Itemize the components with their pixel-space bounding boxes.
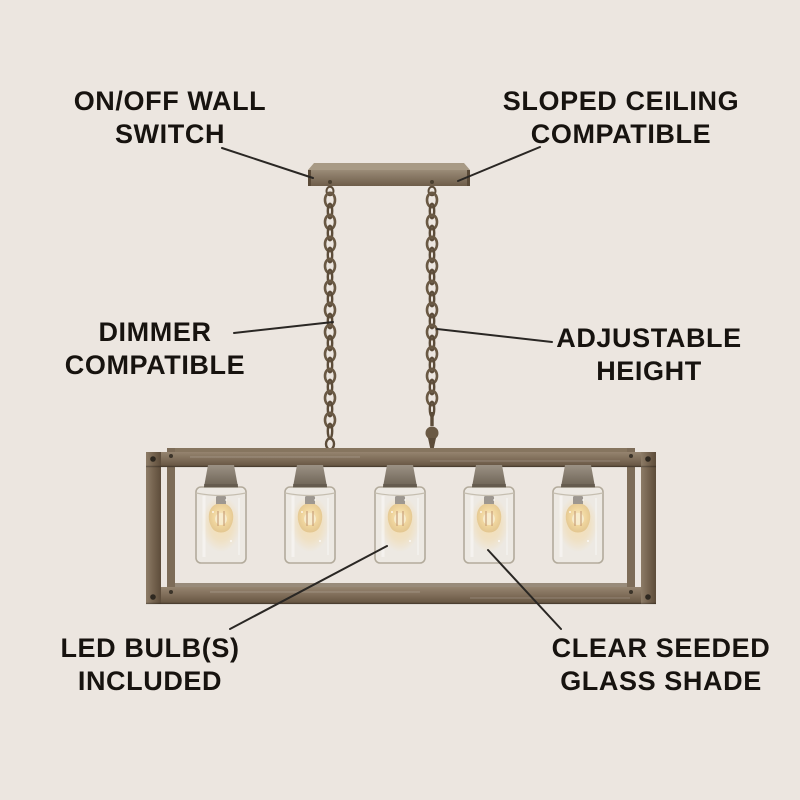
leader-lines xyxy=(221,146,562,630)
callout-line: HEIGHT xyxy=(596,355,702,386)
callout-line: ADJUSTABLE xyxy=(556,323,742,353)
callout-line: INCLUDED xyxy=(77,665,223,696)
callout-line: LED BULB(S) xyxy=(60,633,240,663)
callout-sloped-ceiling: SLOPED CEILING COMPATIBLE xyxy=(488,85,754,151)
leader-glass-shade xyxy=(487,549,562,630)
leader-dimmer xyxy=(233,321,334,334)
right-chain xyxy=(425,191,439,452)
ceiling-mount-bar xyxy=(308,163,470,197)
callout-glass-shade: CLEAR SEEDED GLASS SHADE xyxy=(528,632,794,698)
callout-dimmer: DIMMER COMPATIBLE xyxy=(25,316,285,382)
callout-line: SWITCH xyxy=(114,118,226,149)
callout-line: CLEAR SEEDED xyxy=(551,633,771,663)
callout-line: ON/OFF WALL xyxy=(73,86,267,116)
callout-line: COMPATIBLE xyxy=(530,118,712,149)
callout-wall-switch: ON/OFF WALL SWITCH xyxy=(40,85,300,151)
callout-adjustable-height: ADJUSTABLE HEIGHT xyxy=(518,322,780,388)
callout-line: DIMMER xyxy=(98,317,212,347)
callout-line: SLOPED CEILING xyxy=(502,86,740,116)
callout-led-bulbs: LED BULB(S) INCLUDED xyxy=(20,632,280,698)
leader-sloped-ceiling xyxy=(457,146,541,182)
leader-adjustable-height xyxy=(436,328,553,343)
callout-line: GLASS SHADE xyxy=(560,665,762,696)
leader-wall-switch xyxy=(221,147,314,179)
leader-led-bulbs xyxy=(229,545,388,630)
glass-cylinder-shades xyxy=(194,463,605,565)
callout-line: COMPATIBLE xyxy=(64,349,246,380)
